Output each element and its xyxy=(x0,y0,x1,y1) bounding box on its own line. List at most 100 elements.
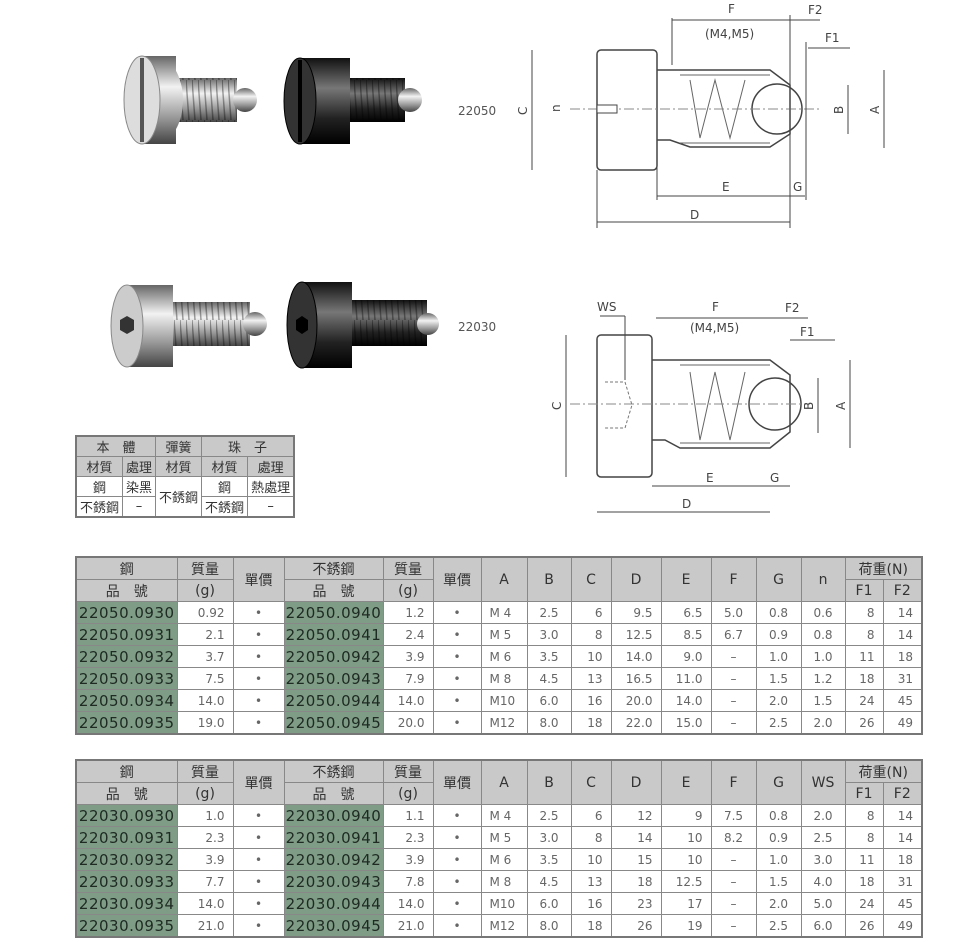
cell: • xyxy=(432,804,482,827)
cell: 13 xyxy=(570,870,612,893)
part-number: 22030.0931 xyxy=(75,826,178,849)
technical-drawing-22030 xyxy=(565,315,851,513)
header-b: B xyxy=(526,759,572,805)
technical-drawing-22050 xyxy=(531,15,885,228)
part-number: 22030.0933 xyxy=(75,870,178,893)
cell: • xyxy=(232,826,285,849)
svg-text:F2: F2 xyxy=(785,301,800,315)
header-g: G xyxy=(755,759,802,805)
cell: 6.0 xyxy=(526,892,572,915)
sub-header: 材質 xyxy=(75,456,124,477)
cell: 12.5 xyxy=(660,870,712,893)
cell: 2.3 xyxy=(382,826,434,849)
header-a: A xyxy=(480,759,528,805)
cell: M10 xyxy=(480,689,528,712)
cell: 鋼 xyxy=(201,476,249,497)
cell: 2.0 xyxy=(755,892,802,915)
cell: 20.0 xyxy=(610,689,662,712)
cell: 不銹鋼 xyxy=(201,496,249,518)
cell: 10 xyxy=(570,848,612,871)
cell: • xyxy=(232,870,285,893)
cell: 3.0 xyxy=(526,826,572,849)
svg-text:F: F xyxy=(712,300,719,314)
part-number: 22030.0932 xyxy=(75,848,178,871)
header-ss: 不銹鋼 xyxy=(283,556,384,580)
photo-black-slotted xyxy=(283,57,422,145)
svg-text:F1: F1 xyxy=(800,325,815,339)
cell: 2.5 xyxy=(800,826,846,849)
cell: 14.0 xyxy=(382,892,434,915)
header-g: G xyxy=(755,556,802,602)
cell: 1.5 xyxy=(800,689,846,712)
header-d: D xyxy=(610,759,662,805)
cell: – xyxy=(710,667,757,690)
cell: • xyxy=(232,711,285,735)
cell: – xyxy=(710,914,757,938)
svg-text:C: C xyxy=(550,402,564,410)
cell: 31 xyxy=(882,870,923,893)
cell: M 4 xyxy=(480,601,528,624)
header-price: 單價 xyxy=(432,556,482,602)
svg-text:D: D xyxy=(690,208,699,222)
cell: 14.0 xyxy=(610,645,662,668)
header-b: B xyxy=(526,556,572,602)
cell: 11 xyxy=(844,645,884,668)
cell: – xyxy=(122,496,157,518)
svg-text:G: G xyxy=(770,471,779,485)
cell: 不銹鋼 xyxy=(155,476,203,518)
cell: 15.0 xyxy=(660,711,712,735)
part-number: 22030.0943 xyxy=(283,870,384,893)
cell: • xyxy=(432,892,482,915)
cell: 16.5 xyxy=(610,667,662,690)
header-g: (g) xyxy=(382,782,434,805)
cell: 0.8 xyxy=(800,623,846,646)
header-pn: 品 號 xyxy=(283,782,384,805)
part-number: 22050.0933 xyxy=(75,667,178,690)
cell: 2.5 xyxy=(755,914,802,938)
cell: 1.2 xyxy=(382,601,434,624)
cell: 22.0 xyxy=(610,711,662,735)
cell: • xyxy=(232,848,285,871)
cell: 3.9 xyxy=(382,848,434,871)
cell: 18 xyxy=(610,870,662,893)
cell: 14 xyxy=(882,601,923,624)
cell: 10 xyxy=(660,826,712,849)
svg-text:(M4,M5): (M4,M5) xyxy=(690,321,739,335)
cell: • xyxy=(232,914,285,938)
cell: 19 xyxy=(660,914,712,938)
cell: 6.0 xyxy=(800,914,846,938)
cell: 2.4 xyxy=(382,623,434,646)
product-illustrations: F F2 F1 (M4,M5) C n B A E G D WS F F2 F1… xyxy=(110,2,885,513)
photo-steel-hex xyxy=(110,284,267,368)
cell: 3.5 xyxy=(526,645,572,668)
cell: 5.0 xyxy=(710,601,757,624)
cell: 45 xyxy=(882,689,923,712)
svg-text:F: F xyxy=(728,2,735,16)
part-number: 22030.0935 xyxy=(75,914,178,938)
cell: 9.5 xyxy=(610,601,662,624)
svg-text:B: B xyxy=(802,402,816,410)
cell: 1.1 xyxy=(382,804,434,827)
cell: M12 xyxy=(480,711,528,735)
cell: 10 xyxy=(660,848,712,871)
header-x: n xyxy=(800,556,846,602)
sub-header: 材質 xyxy=(155,456,203,477)
cell: 26 xyxy=(844,711,884,735)
cell: 6.7 xyxy=(710,623,757,646)
cell: • xyxy=(432,667,482,690)
cell: – xyxy=(710,689,757,712)
part-number: 22050.0942 xyxy=(283,645,384,668)
part-number: 22050.0943 xyxy=(283,667,384,690)
header-f2: F2 xyxy=(882,579,923,602)
cell: 8 xyxy=(570,623,612,646)
cell: 45 xyxy=(882,892,923,915)
cell: 12 xyxy=(610,804,662,827)
cell: 14 xyxy=(882,623,923,646)
header-pn: 品 號 xyxy=(75,782,178,805)
cell: 3.5 xyxy=(526,848,572,871)
